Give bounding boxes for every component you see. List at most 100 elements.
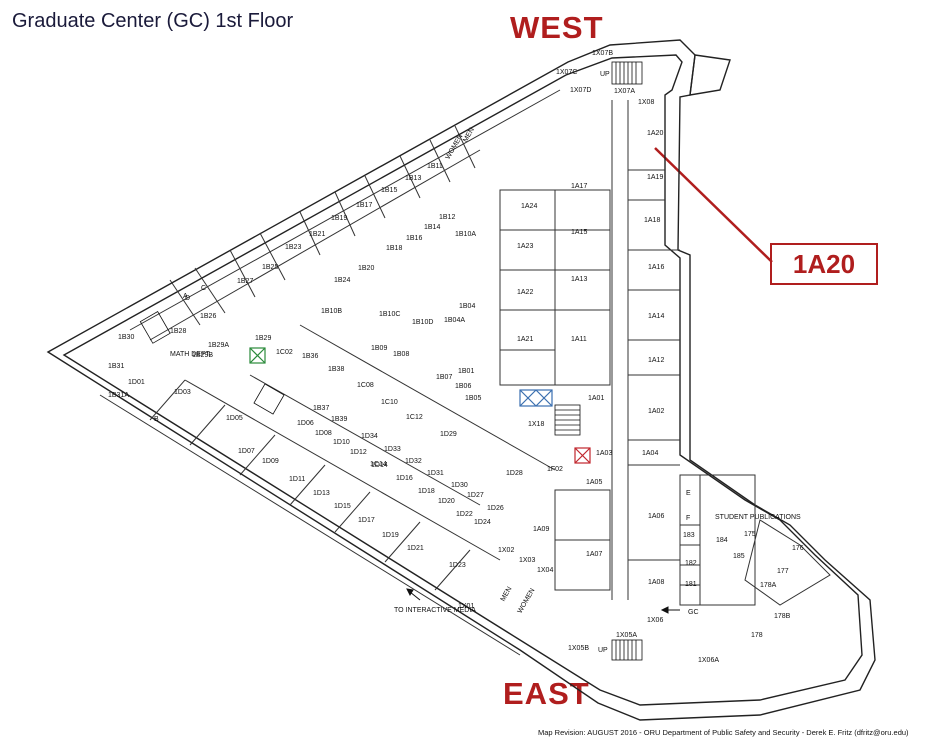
room-label-1a09: 1A09 <box>533 526 549 533</box>
room-label-1d33: 1D33 <box>384 446 401 453</box>
stairwells <box>139 61 643 661</box>
room-label-1a20: 1A20 <box>647 130 663 137</box>
room-label-1x05b: 1X05B <box>568 645 589 652</box>
room-label-1b13: 1B13 <box>405 175 421 182</box>
room-label-1d30: 1D30 <box>451 482 468 489</box>
room-label-1d26: 1D26 <box>487 505 504 512</box>
room-label-1d20: 1D20 <box>438 498 455 505</box>
room-label-1d34: 1D34 <box>361 433 378 440</box>
room-label-1b30: 1B30 <box>118 334 134 341</box>
room-label-1b20: 1B20 <box>358 265 374 272</box>
room-label-1c14: 1C14 <box>370 461 387 468</box>
callout-leader-line <box>654 147 773 263</box>
room-label-1a07: 1A07 <box>586 551 602 558</box>
room-label-185: 185 <box>733 553 745 560</box>
room-label-a: A <box>183 293 188 300</box>
room-label-1a12: 1A12 <box>648 357 664 364</box>
room-label-1b29a: 1B29A <box>208 342 229 349</box>
room-label-1x07c: 1X07C <box>556 69 577 76</box>
room-label-1b01: 1B01 <box>458 368 474 375</box>
room-label-1d23: 1D23 <box>449 562 466 569</box>
room-label-1b21: 1B21 <box>309 231 325 238</box>
room-label-178: 178 <box>751 632 763 639</box>
room-label-1b28: 1B28 <box>170 328 186 335</box>
room-label-1b10d: 1B10D <box>412 319 433 326</box>
mens-restroom-label-west: MEN <box>462 127 476 144</box>
room-label-1d08: 1D08 <box>315 430 332 437</box>
room-label-1b26: 1B26 <box>200 313 216 320</box>
room-label-178b: 178B <box>774 613 791 620</box>
room-label-1b09: 1B09 <box>371 345 387 352</box>
highlighted-room-callout[interactable]: 1A20 <box>770 243 878 285</box>
room-label-1d13: 1D13 <box>313 490 330 497</box>
math-dept-label: MATH DEPT. <box>170 351 211 358</box>
room-label-1d31: 1D31 <box>427 470 444 477</box>
room-label-1d15: 1D15 <box>334 503 351 510</box>
room-label-1b17: 1B17 <box>356 202 372 209</box>
room-label-1a16: 1A16 <box>648 264 664 271</box>
room-label-182: 182 <box>685 560 697 567</box>
room-label-1d07: 1D07 <box>238 448 255 455</box>
room-label-1b14: 1B14 <box>424 224 440 231</box>
room-label-1x05a: 1X05A <box>616 632 637 639</box>
room-label-1b04a: 1B04A <box>444 317 465 324</box>
room-label-d: D <box>185 295 190 302</box>
room-label-1x07b: 1X07B <box>592 50 613 57</box>
room-label-1d17: 1D17 <box>358 517 375 524</box>
room-label-1x01: 1X01 <box>458 603 474 610</box>
room-label-178a: 178A <box>760 582 777 589</box>
mens-restroom-label-east: MEN <box>500 586 514 603</box>
room-label-1x04: 1X04 <box>537 567 553 574</box>
student-publications-label: STUDENT PUBLICATIONS <box>715 514 801 521</box>
room-labels: 1A20 1A19 1A18 1A16 1A14 1A12 1A02 1A04 … <box>108 50 804 664</box>
room-label-1x08: 1X08 <box>638 99 654 106</box>
room-label-1b06: 1B06 <box>455 383 471 390</box>
room-label-1d11: 1D11 <box>289 476 305 483</box>
room-label-1c12: 1C12 <box>406 414 423 421</box>
room-label-1d05: 1D05 <box>226 415 243 422</box>
room-label-1a01: 1A01 <box>588 395 604 402</box>
room-label-1b10a: 1B10A <box>455 231 476 238</box>
room-label-1a02: 1A02 <box>648 408 664 415</box>
room-label-1a14: 1A14 <box>648 313 664 320</box>
map-revision-footer: Map Revision: AUGUST 2016 - ORU Departme… <box>538 728 909 737</box>
east-direction-label: EAST <box>503 676 590 711</box>
room-label-1a22: 1A22 <box>517 289 533 296</box>
room-label-1x03: 1X03 <box>519 557 535 564</box>
room-label-1d03: 1D03 <box>174 389 191 396</box>
room-label-1b31: 1B31 <box>108 363 124 370</box>
room-label-1d22: 1D22 <box>456 511 473 518</box>
room-label-1b24: 1B24 <box>334 277 350 284</box>
room-label-1d21: 1D21 <box>407 545 424 552</box>
room-label-1d09: 1D09 <box>262 458 279 465</box>
map-title: Graduate Center (GC) 1st Floor <box>12 10 294 32</box>
room-label-1d14: 1D14 <box>371 462 388 469</box>
room-label-1d19: 1D19 <box>382 532 399 539</box>
room-label-1x06a: 1X06A <box>698 657 719 664</box>
room-label-1a03: 1A03 <box>596 450 612 457</box>
room-label-1a11: 1A11 <box>571 336 587 343</box>
room-label-1d28: 1D28 <box>506 470 523 477</box>
room-label-e: E <box>686 490 691 497</box>
room-label-1x02: 1X02 <box>498 547 514 554</box>
room-label-1b05: 1B05 <box>465 395 481 402</box>
room-label-1d27: 1D27 <box>467 492 484 499</box>
room-label-1f02: 1F02 <box>547 466 563 473</box>
room-label-1a23: 1A23 <box>517 243 533 250</box>
room-label-1b31a: 1B31A <box>108 392 129 399</box>
room-label-1b12: 1B12 <box>439 214 455 221</box>
west-direction-label: WEST <box>510 10 604 45</box>
womens-restroom-label-east: WOMEN <box>517 587 537 614</box>
room-label-f: F <box>686 515 690 522</box>
room-label-1b10b: 1B10B <box>321 308 342 315</box>
stair-up-label-east: UP <box>598 647 608 654</box>
entry-arrows <box>406 588 680 614</box>
room-label-1d18: 1D18 <box>418 488 435 495</box>
room-label-1b07: 1B07 <box>436 374 452 381</box>
room-label-c: C <box>201 285 206 292</box>
interactive-media-label: TO INTERACTIVE MEDIA <box>394 607 476 614</box>
room-label-1b37: 1B37 <box>313 405 329 412</box>
room-label-1d24: 1D24 <box>474 519 491 526</box>
room-label-1d32: 1D32 <box>405 458 422 465</box>
elevators <box>249 347 591 464</box>
